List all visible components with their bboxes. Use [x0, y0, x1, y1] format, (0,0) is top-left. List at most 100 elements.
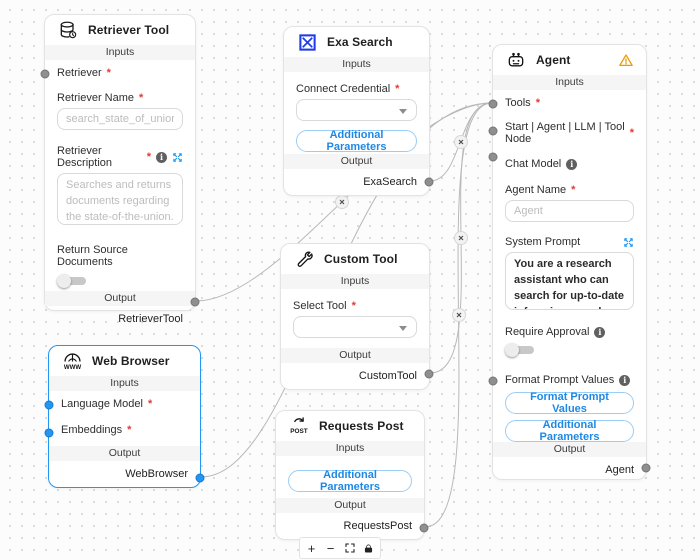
output-section-label: Output [45, 291, 195, 306]
start-node-label: Start | Agent | LLM | Tool Node [505, 121, 625, 145]
select-tool-label-row: Select Tool * [281, 300, 429, 312]
connect-credential-label: Connect Credential [296, 83, 391, 95]
toggle-track [60, 277, 86, 285]
handle-customtool-output[interactable] [424, 369, 434, 379]
required-marker: * [147, 398, 153, 410]
required-marker: * [535, 97, 540, 109]
node-title: Agent [536, 53, 571, 67]
svg-text:WWW: WWW [63, 363, 81, 370]
handle-tools-input[interactable] [488, 99, 498, 109]
required-marker: * [146, 151, 151, 163]
chevron-down-icon [399, 109, 407, 114]
node-agent[interactable]: Agent Inputs Tools * Start | Agent | LLM… [488, 44, 651, 480]
start-node-input-row: Start | Agent | LLM | Tool Node * [493, 121, 646, 145]
robot-agent-icon [505, 49, 527, 71]
retriever-label: Retriever [57, 67, 102, 79]
retriever-description-label-row: Retriever Description * i [45, 145, 195, 169]
connect-credential-select[interactable] [296, 99, 417, 121]
system-prompt-textarea[interactable]: You are a research assistant who can sea… [505, 252, 634, 310]
inputs-section-label: Inputs [45, 45, 195, 60]
info-icon[interactable]: i [619, 374, 631, 386]
required-marker: * [139, 92, 144, 104]
tools-label: Tools [505, 97, 531, 109]
expand-icon[interactable] [172, 152, 183, 163]
additional-parameters-button[interactable]: Additional Parameters [288, 469, 412, 493]
select-tool-select[interactable] [293, 316, 417, 338]
agent-name-label: Agent Name [505, 184, 567, 196]
info-icon[interactable]: i [566, 158, 578, 170]
additional-parameters-button[interactable]: Additional Parameters [296, 129, 417, 153]
handle-requestspost-output[interactable] [419, 523, 429, 533]
expand-icon[interactable] [623, 237, 634, 248]
additional-parameters-button[interactable]: Additional Parameters [505, 419, 634, 443]
output-name: ExaSearch [363, 176, 417, 188]
handle-format-prompt-values-input[interactable] [488, 376, 498, 386]
handle-language-model-input[interactable] [44, 400, 54, 410]
lock-icon[interactable] [359, 539, 378, 557]
handle-embeddings-input[interactable] [44, 428, 54, 438]
inputs-section-label: Inputs [49, 376, 200, 391]
node-header: Retriever Tool [45, 15, 195, 45]
edge-delete-icon[interactable] [454, 231, 468, 245]
node-exa-search[interactable]: Exa Search Inputs Connect Credential * A… [283, 26, 434, 196]
node-retriever-tool[interactable]: Retriever Tool Inputs Retriever * Retrie… [40, 14, 200, 325]
select-tool-label: Select Tool [293, 300, 347, 312]
format-prompt-values-button[interactable]: Format Prompt Values [505, 391, 634, 415]
require-approval-label-row: Require Approval i [493, 326, 646, 338]
retriever-name-label-row: Retriever Name * [45, 92, 195, 104]
format-prompt-values-label: Format Prompt Values [505, 374, 615, 386]
chat-model-input-row: Chat Model i [493, 158, 646, 170]
embeddings-label: Embeddings [61, 424, 123, 436]
output-section-label: Output [284, 154, 429, 169]
handle-agent-output[interactable] [641, 463, 651, 473]
system-prompt-label: System Prompt [505, 236, 581, 248]
retriever-name-label: Retriever Name [57, 92, 135, 104]
required-marker: * [351, 300, 356, 312]
inputs-section-label: Inputs [284, 57, 429, 72]
zoom-out-button[interactable]: − [326, 540, 335, 556]
node-title: Web Browser [92, 354, 170, 368]
language-model-label: Language Model [61, 398, 143, 410]
node-requests-post[interactable]: POST Requests Post Inputs Additional Par… [275, 410, 429, 540]
return-source-documents-toggle[interactable] [57, 274, 87, 288]
edge-delete-icon[interactable] [454, 135, 468, 149]
handle-exasearch-output[interactable] [424, 177, 434, 187]
wrench-icon [293, 248, 315, 270]
warning-icon[interactable] [618, 52, 634, 68]
handle-retrievertool-output[interactable] [190, 297, 200, 307]
require-approval-toggle[interactable] [505, 343, 535, 357]
node-header: POST Requests Post [276, 411, 424, 441]
info-icon[interactable]: i [156, 151, 167, 163]
zoom-in-button[interactable]: + [307, 540, 316, 556]
retriever-name-input[interactable] [57, 108, 183, 130]
agent-name-input[interactable] [505, 200, 634, 222]
format-prompt-values-label-row: Format Prompt Values i [493, 374, 646, 386]
output-section-label: Output [276, 498, 424, 513]
node-custom-tool[interactable]: Custom Tool Inputs Select Tool * Output … [280, 243, 434, 390]
return-source-documents-label: Return Source Documents [57, 244, 128, 268]
toggle-thumb [505, 343, 519, 357]
exa-logo-icon [296, 31, 318, 53]
edge-delete-icon[interactable] [452, 308, 466, 322]
handle-retriever-input[interactable] [40, 69, 50, 79]
retriever-description-textarea[interactable] [57, 173, 183, 225]
inputs-section-label: Inputs [281, 274, 429, 289]
inputs-section-label: Inputs [276, 441, 424, 456]
fit-view-button[interactable] [340, 539, 359, 557]
node-web-browser[interactable]: WWW Web Browser Inputs Language Model * … [44, 345, 205, 488]
required-marker: * [106, 67, 111, 79]
edge-delete-icon[interactable] [335, 195, 349, 209]
agent-name-label-row: Agent Name * [493, 184, 646, 196]
svg-text:POST: POST [290, 428, 308, 435]
web-globe-icon: WWW [61, 350, 83, 372]
database-retriever-icon [57, 19, 79, 41]
info-icon[interactable]: i [594, 326, 606, 338]
output-section-label: Output [49, 446, 200, 461]
output-name: WebBrowser [125, 468, 188, 480]
node-title: Requests Post [319, 419, 404, 433]
node-header: Agent [493, 45, 646, 75]
handle-start-node-input[interactable] [488, 126, 498, 136]
handle-webbrowser-output[interactable] [195, 473, 205, 483]
handle-chat-model-input[interactable] [488, 152, 498, 162]
node-header: Custom Tool [281, 244, 429, 274]
